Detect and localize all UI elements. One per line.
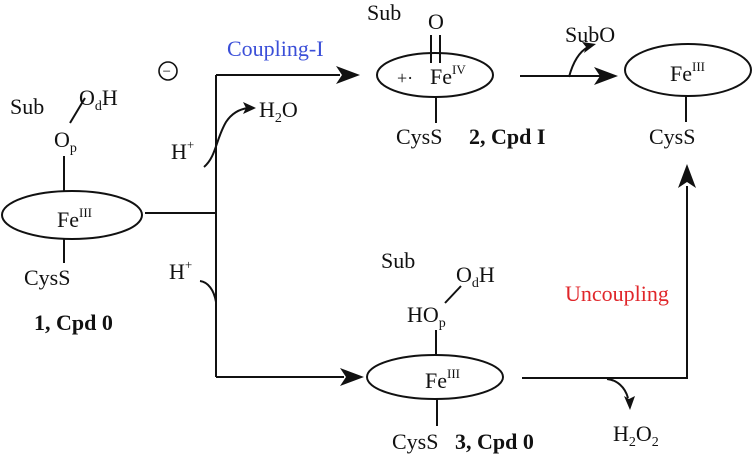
lower-arrow-head [340,368,364,386]
cysteine-ligand-1: CysS [24,265,70,290]
lower-pathway: H+ [169,257,364,386]
proton-lower: H+ [169,257,192,284]
hydrogen-peroxide-product: H2O2 [613,421,659,450]
proton-upper: H+ [171,137,194,164]
hydroxylation-arrow-head [594,67,618,85]
iron-center-1: FeIII [57,205,92,232]
cysteine-ligand-4: CysS [649,124,695,149]
iron-center-3: FeIII [425,366,460,393]
compound-label-2: 2, Cpd I [469,124,545,149]
proton-uptake-curve [199,280,217,303]
substrate-label-2: Sub [367,0,401,25]
heme-ellipse-1 [1,190,143,240]
uncoupling-pathway: Uncoupling H2O2 [522,164,696,450]
oxo-oxygen: O [428,9,444,34]
branch-connector [145,75,217,377]
compound-label-3: 3, Cpd 0 [455,429,534,454]
substrate-label-1: Sub [10,94,44,119]
porphyrin-radical-cation: +· [397,68,413,88]
water-release-curve [203,107,249,168]
uncoupling-arrow-head [678,164,696,188]
negative-charge-icon: − [158,61,178,81]
uncoupling-label: Uncoupling [565,281,669,306]
compound-2-cpdI: Sub O +· FeIV CysS 2, Cpd I [367,0,545,149]
compound-label-1: 1, Cpd 0 [34,310,113,335]
h2o2-release-curve [606,378,629,399]
iron-center-2: FeIV [430,62,466,89]
distal-oxygen-1: OdH [79,85,118,114]
h2o2-release-arrowhead [624,396,635,410]
proximal-hydroxy-3: HOp [407,302,446,331]
iron-center-4: FeIII [670,59,705,86]
heme-ellipse-4 [624,43,752,97]
coupling-pathway: Coupling-I H+ H2O [171,36,360,168]
cysteine-ligand-3: CysS [392,429,438,454]
proximal-oxygen-1: Op [54,127,77,156]
coupling-arrow-head [336,66,360,84]
heme-ellipse-3 [366,354,504,400]
distal-oxygen-3: OdH [456,262,495,291]
o-o-bond-1 [69,97,86,124]
uncoupling-arrow-shaft [522,186,688,379]
subo-release-arrowhead [582,42,596,53]
coupling-label: Coupling-I [227,36,324,61]
substrate-label-3: Sub [381,248,415,273]
hydroxylated-product: SubO [565,22,615,47]
water-release-arrowhead [243,102,256,114]
resting-state: FeIII CysS [624,43,752,149]
water-product: H2O [259,97,298,126]
compound-3-cpd0: Sub OdH HOp FeIII CysS 3, Cpd 0 [366,248,534,454]
compound-1-cpd0: Sub OdH − Op FeIII CysS 1, Cpd 0 [1,61,178,335]
hydroxylation-step: SubO [520,22,618,85]
svg-text:−: − [163,64,171,80]
o-o-bond-3 [444,285,462,304]
cysteine-ligand-2: CysS [396,124,442,149]
